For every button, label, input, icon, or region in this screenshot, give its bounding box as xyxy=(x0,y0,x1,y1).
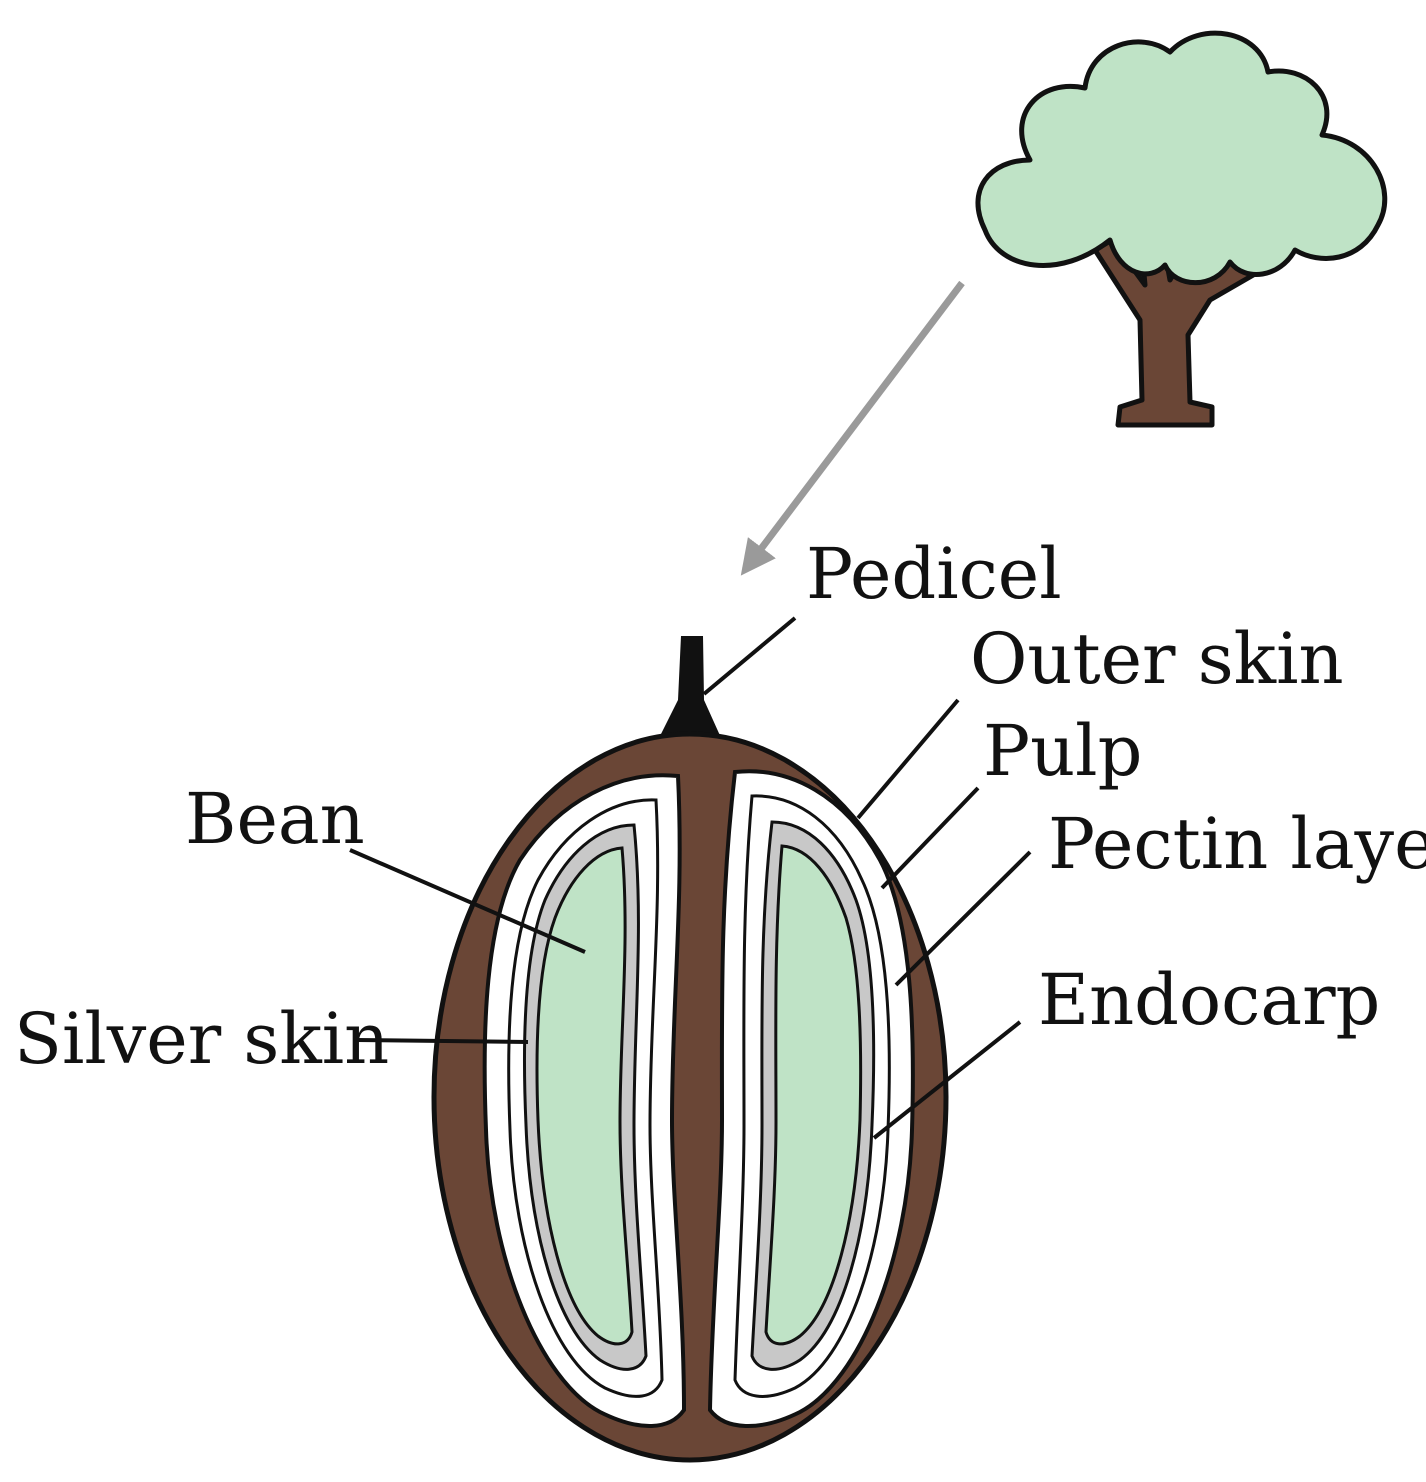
right-bean xyxy=(764,844,863,1346)
label-endocarp: Endocarp xyxy=(1038,959,1380,1041)
label-bean: Bean xyxy=(185,778,365,860)
leader-silver-skin xyxy=(355,1038,529,1044)
label-pulp: Pulp xyxy=(983,710,1142,792)
left-bean-half xyxy=(482,773,687,1428)
pedicel-stem xyxy=(658,636,722,740)
leader-pulp xyxy=(880,786,980,890)
tree-crown xyxy=(975,30,1388,286)
label-silver-skin: Silver skin xyxy=(14,998,389,1080)
coffee-cherry xyxy=(431,731,949,1463)
leader-bean xyxy=(349,848,586,954)
leader-outer-skin xyxy=(856,698,960,820)
label-pedicel: Pedicel xyxy=(806,533,1062,615)
leader-endocarp xyxy=(872,1020,1022,1140)
label-outer-skin: Outer skin xyxy=(970,618,1344,700)
tree-icon xyxy=(975,30,1388,428)
leader-pedicel xyxy=(702,616,797,696)
label-pectin-layer: Pectin layer xyxy=(1048,803,1426,885)
arrow-icon xyxy=(740,280,965,576)
leader-pectin-layer xyxy=(894,850,1032,987)
right-bean-half xyxy=(707,769,915,1429)
